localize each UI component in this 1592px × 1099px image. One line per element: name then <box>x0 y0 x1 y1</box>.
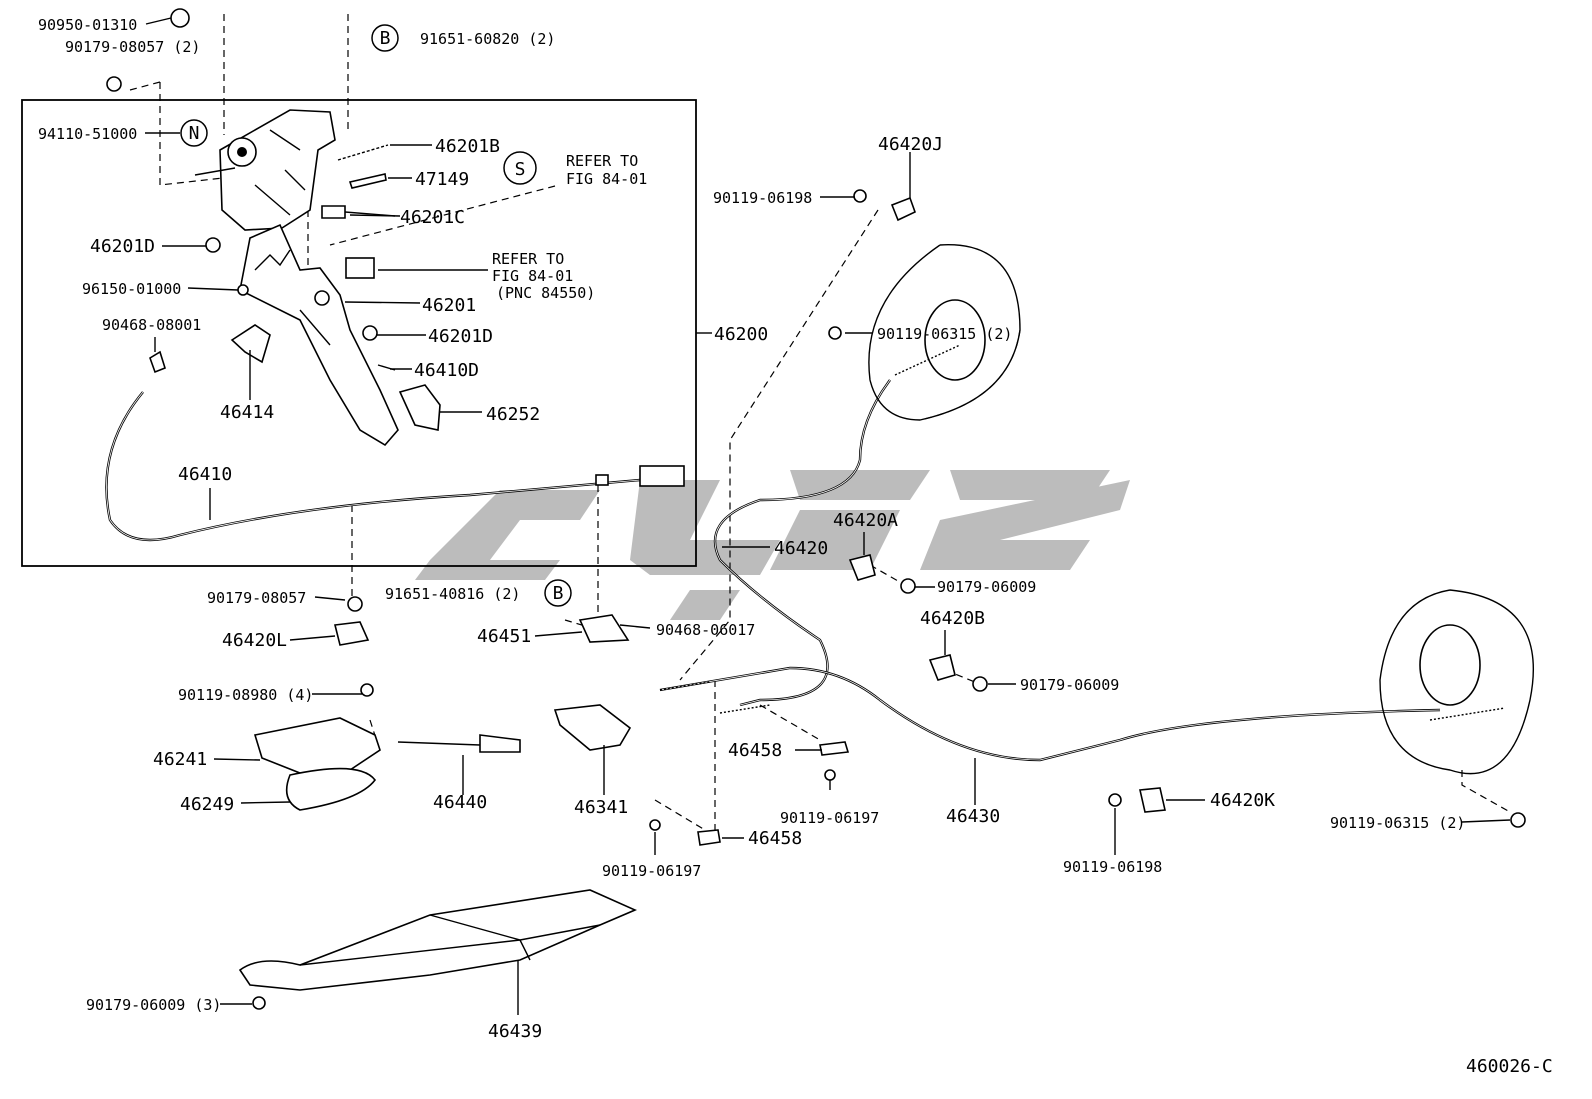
part-labels: 90950-01310 90179-08057 (2) 91651-60820 … <box>38 16 1553 1077</box>
label-46252: 46252 <box>486 404 540 425</box>
label-46458-a: 46458 <box>728 740 782 761</box>
lower-parts <box>252 189 1526 1010</box>
label-46249: 46249 <box>180 794 234 815</box>
svg-text:B: B <box>380 28 391 49</box>
leader-lines <box>145 17 1511 1015</box>
label-refer-s-2: FIG 84-01 <box>566 170 647 188</box>
label-refer2-3: (PNC 84550) <box>496 284 595 302</box>
pedal-bracket <box>194 109 336 231</box>
label-94110-51000: 94110-51000 <box>38 125 137 143</box>
brake-drum-upper <box>868 244 1021 421</box>
label-90179-06009-b: 90179-06009 <box>1020 676 1119 694</box>
label-90950-01310: 90950-01310 <box>38 16 137 34</box>
label-90119-06197-b: 90119-06197 <box>602 862 701 880</box>
label-90119-06198-top: 90119-06198 <box>713 189 812 207</box>
label-46410: 46410 <box>178 464 232 485</box>
label-46420k: 46420K <box>1210 790 1275 811</box>
callout-b-bottom: B <box>544 579 572 607</box>
heat-shield-46439 <box>238 889 637 991</box>
label-91651-60820-2: 91651-60820 (2) <box>420 30 555 48</box>
label-90179-08057-2: 90179-08057 (2) <box>65 38 200 56</box>
pedal-arm <box>239 223 399 447</box>
label-90468-08001: 90468-08001 <box>102 316 201 334</box>
label-47149: 47149 <box>415 169 469 190</box>
label-90119-06197-a: 90119-06197 <box>780 809 879 827</box>
dashed-leader-lines <box>129 14 1511 831</box>
label-46420: 46420 <box>774 538 828 559</box>
label-46201: 46201 <box>422 295 476 316</box>
label-46201d-right: 46201D <box>428 326 493 347</box>
callout-n: N <box>180 119 208 147</box>
svg-text:S: S <box>515 159 526 180</box>
svg-text:B: B <box>553 583 564 604</box>
label-refer2-2: FIG 84-01 <box>492 267 573 285</box>
callout-s: S <box>503 151 537 185</box>
label-refer-s-1: REFER TO <box>566 152 638 170</box>
label-46420l: 46420L <box>222 630 287 651</box>
label-46440: 46440 <box>433 792 487 813</box>
label-46420a: 46420A <box>833 510 898 531</box>
label-refer2-1: REFER TO <box>492 250 564 268</box>
label-90119-06315-2-top: 90119-06315 (2) <box>877 325 1012 343</box>
label-46420b: 46420B <box>920 608 985 629</box>
cable-46430 <box>659 666 1441 762</box>
label-46451: 46451 <box>477 626 531 647</box>
pedal-small-parts <box>106 8 441 431</box>
label-46410d: 46410D <box>414 360 479 381</box>
label-46439: 46439 <box>488 1021 542 1042</box>
brake-drum-lower <box>1379 589 1534 775</box>
callout-b-top: B <box>371 24 399 52</box>
label-90119-08980-4: 90119-08980 (4) <box>178 686 313 704</box>
label-90468-06017: 90468-06017 <box>656 621 755 639</box>
label-46241: 46241 <box>153 749 207 770</box>
label-90119-06315-2-bot: 90119-06315 (2) <box>1330 814 1465 832</box>
label-90179-06009-3: 90179-06009 (3) <box>86 996 221 1014</box>
label-46200: 46200 <box>714 324 768 345</box>
label-46201b: 46201B <box>435 136 500 157</box>
label-91651-40816-2: 91651-40816 (2) <box>385 585 520 603</box>
figure-code: 460026-C <box>1466 1056 1553 1077</box>
label-46420j: 46420J <box>878 134 943 155</box>
svg-text:N: N <box>189 123 200 144</box>
cable-46420 <box>713 379 891 707</box>
label-46458-b: 46458 <box>748 828 802 849</box>
watermark-logo <box>415 470 1130 620</box>
label-90179-08057: 90179-08057 <box>207 589 306 607</box>
label-96150-01000: 96150-01000 <box>82 280 181 298</box>
label-46430: 46430 <box>946 806 1000 827</box>
cable-46410 <box>105 391 685 542</box>
label-46201c: 46201C <box>400 207 465 228</box>
label-46201d-left: 46201D <box>90 236 155 257</box>
label-90179-06009-a: 90179-06009 <box>937 578 1036 596</box>
label-46414: 46414 <box>220 402 274 423</box>
label-46341: 46341 <box>574 797 628 818</box>
label-90119-06198-bot: 90119-06198 <box>1063 858 1162 876</box>
